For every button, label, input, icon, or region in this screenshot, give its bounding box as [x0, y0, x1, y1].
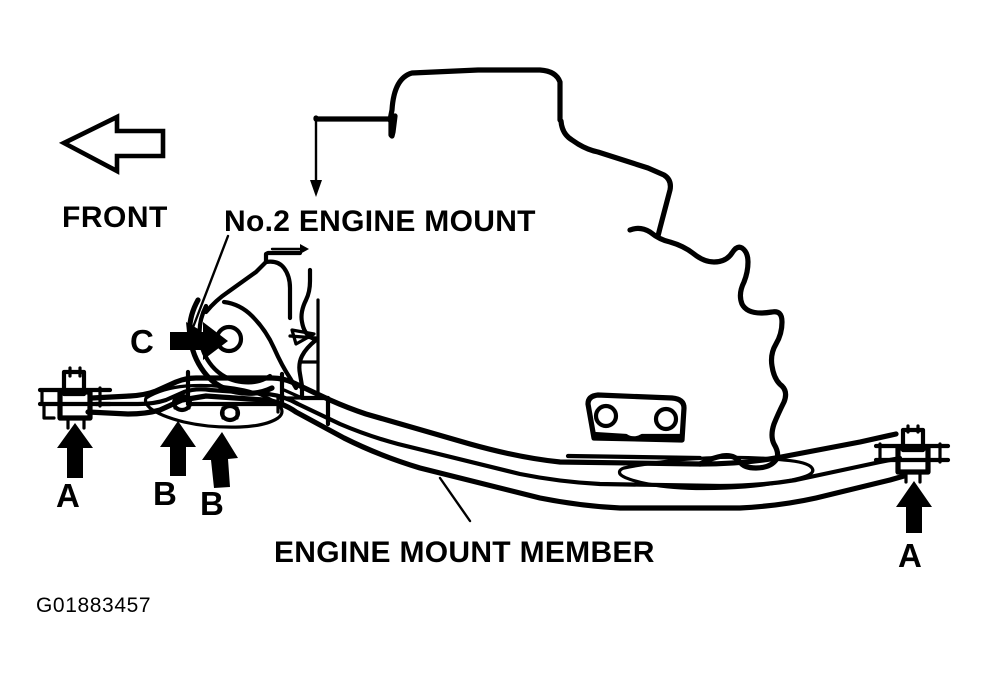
center-mount-bracket — [565, 392, 703, 461]
callout-arrow-a-left — [57, 423, 93, 478]
engine-mount-member-label: ENGINE MOUNT MEMBER — [274, 536, 655, 569]
figure-id-label: G01883457 — [36, 594, 151, 617]
callout-label-a-right: A — [898, 537, 922, 574]
right-bolt-assembly — [873, 424, 951, 484]
engine-mount-member — [85, 375, 907, 511]
callout-label-a-left: A — [56, 477, 80, 514]
callout-label-c: C — [130, 323, 154, 360]
callout-arrow-c — [170, 322, 228, 360]
callout-arrow-b-2 — [202, 432, 238, 488]
no2-engine-mount-label: No.2 ENGINE MOUNT — [224, 205, 536, 238]
left-bolt-assembly — [37, 366, 113, 430]
member-bolt-boss-b1 — [171, 393, 193, 413]
callout-arrow-a-right — [896, 481, 932, 533]
callout-label-b-1: B — [153, 475, 177, 512]
front-label: FRONT — [62, 201, 168, 234]
front-direction-arrow — [58, 113, 166, 175]
callout-arrows — [57, 322, 932, 533]
center-bracket-hole-left — [593, 403, 619, 429]
callout-arrow-b-1 — [160, 421, 196, 476]
callout-label-b-2: B — [200, 485, 224, 522]
member-bolt-boss-b2 — [219, 403, 241, 423]
transmission-housing — [276, 67, 789, 471]
center-bracket-hole-right — [653, 406, 679, 432]
